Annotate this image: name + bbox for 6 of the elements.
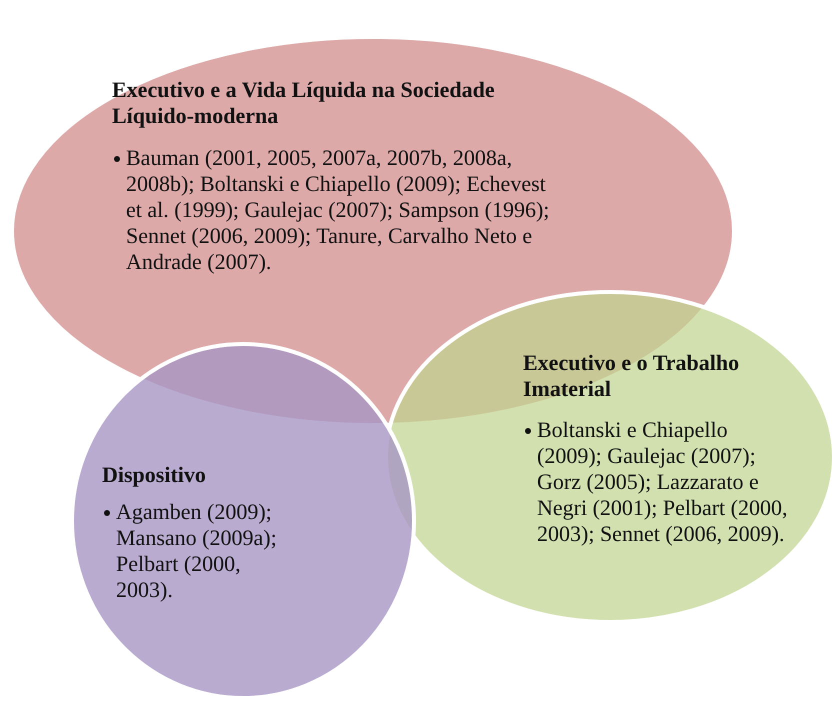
reference-list: Agamben (2009); Mansano (2009a); Pelbart (2000, 2003). xyxy=(116,499,282,603)
topic-heading: Executivo e o Trabalho Imaterial xyxy=(523,350,740,402)
reference-list: Boltanski e Chiapello (2009); Gaulejac (2007); Gorz (2005); Lazzarato e Negri (2001); Pelbart (2000, 2003); Sennet (2006, 2009). xyxy=(537,417,788,547)
reference-list: Bauman (2001, 2005, 2007a, 2007b, 2008a, 2008b); Boltanski e Chiapello (2009); Echevest et al. (1999); Gaulejac (2007); Sampson (1996); Sennet (2006, 2009); Tanure, Carvalho Neto e Andrade (2007). xyxy=(126,145,552,275)
topic-heading: Dispositivo xyxy=(102,462,207,488)
topic-heading: Executivo e a Vida Líquida na Sociedade Líquido-moderna xyxy=(112,77,496,129)
